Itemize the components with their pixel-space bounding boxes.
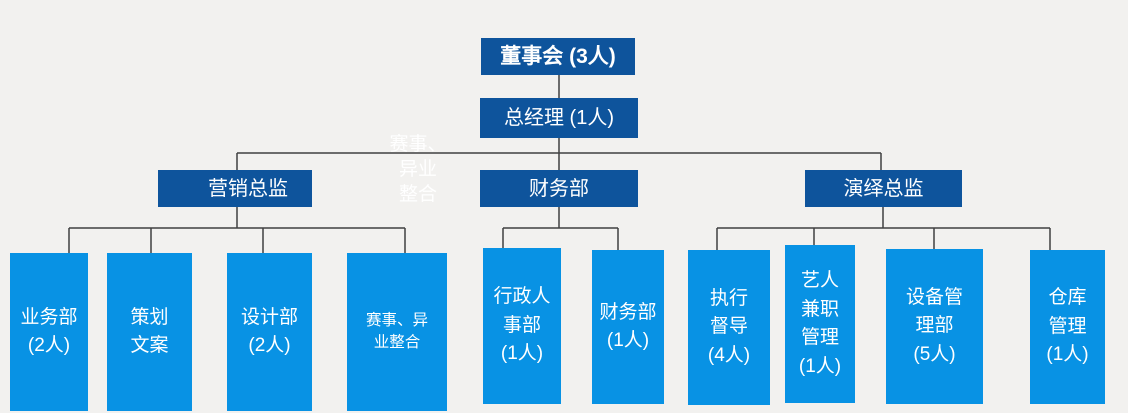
node-general-manager: 总经理 (1人) [480,98,638,138]
node-dept-admin-hr: 行政人 事部 (1人) [483,248,561,404]
node-dept-design: 设计部 (2人) [227,253,312,411]
node-dept-artist-parttime: 艺人 兼职 管理 (1人) [785,245,855,403]
node-marketing-director: 营销总监 [158,170,312,207]
node-dept-warehouse-mgmt: 仓库 管理 (1人) [1030,250,1105,404]
node-dept-equipment-mgmt: 设备管 理部 (5人) [886,249,983,404]
node-board: 董事会 (3人) [481,38,635,75]
node-dept-finance: 财务部 (1人) [592,250,664,404]
node-dept-planning-copy: 策划 文案 [107,253,192,411]
node-performance-director: 演绎总监 [805,170,962,207]
slide-bottom-edge [0,413,1128,418]
node-dept-business: 业务部 (2人) [10,253,88,411]
node-finance-dept: 财务部 [480,170,638,207]
node-dept-events-integration: 赛事、异 业整合 [347,253,447,411]
stray-text-overlay: 赛事、 异业 整合 [389,134,447,205]
node-dept-exec-supervision: 执行 督导 (4人) [688,250,770,405]
